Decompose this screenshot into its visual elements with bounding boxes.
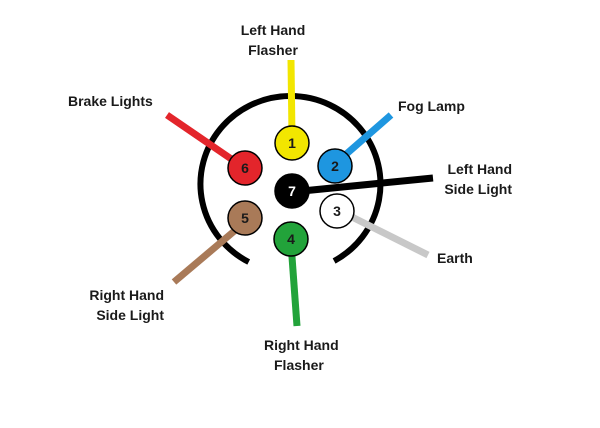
wire-pin-5 (171, 219, 248, 285)
label-line: Left Hand (447, 161, 512, 177)
wire-pin-4 (287, 242, 301, 327)
pin-2: 2 (317, 148, 353, 184)
label-earth: Earth (437, 248, 473, 268)
label-line: Brake Lights (68, 93, 153, 109)
svg-text:5: 5 (241, 210, 249, 226)
svg-text:1: 1 (288, 135, 296, 151)
label-fog-lamp: Fog Lamp (398, 96, 465, 116)
label-line: Side Light (444, 181, 512, 197)
svg-text:4: 4 (287, 231, 295, 247)
label-line: Side Light (96, 307, 164, 323)
svg-text:7: 7 (288, 183, 296, 199)
pin-4: 4 (273, 221, 309, 257)
label-line: Right Hand (264, 337, 339, 353)
label-line: Flasher (248, 42, 298, 58)
pin-1: 1 (274, 125, 310, 161)
label-line: Right Hand (89, 287, 164, 303)
wire-pin-1 (287, 59, 296, 138)
label-line: Earth (437, 250, 473, 266)
label-line: Left Hand (240, 22, 306, 38)
svg-text:3: 3 (333, 203, 341, 219)
label-line: Fog Lamp (398, 98, 465, 114)
pin-5: 5 (227, 200, 263, 236)
wire-pin-3 (338, 207, 430, 259)
label-brake-lights: Brake Lights (68, 91, 153, 111)
svg-text:2: 2 (331, 158, 339, 174)
pin-7: 7 (274, 173, 310, 209)
label-right-hand-flasher: Right Hand Flasher (264, 335, 354, 375)
label-left-hand-side-light: Left Hand Side Light (430, 159, 512, 199)
pin-3: 3 (319, 193, 355, 229)
svg-text:6: 6 (241, 160, 249, 176)
wire-pin-7 (291, 174, 434, 196)
label-line: Flasher (274, 357, 324, 373)
label-right-hand-side-light: Right Hand Side Light (80, 285, 164, 325)
label-left-hand-flasher: Left Hand Flasher (228, 20, 318, 60)
pin-6: 6 (227, 150, 263, 186)
